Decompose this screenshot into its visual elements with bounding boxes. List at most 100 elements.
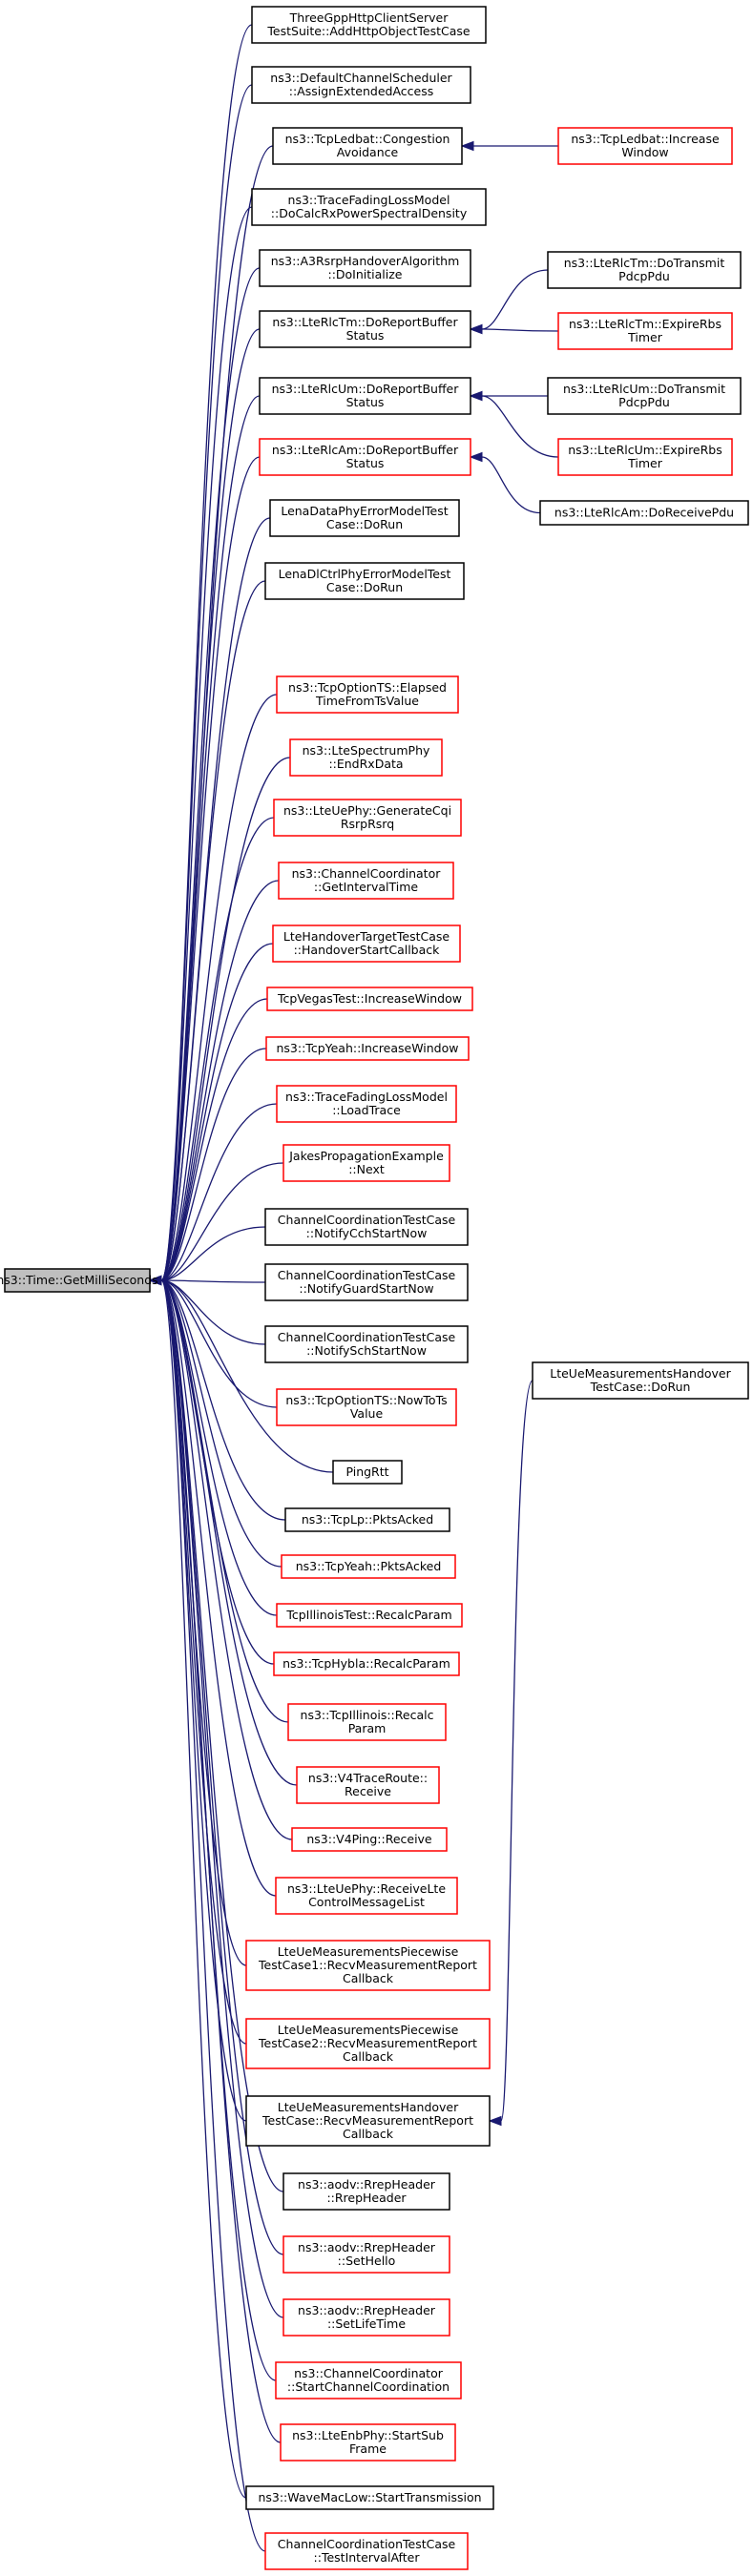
node-box	[281, 1554, 456, 1579]
caller-function-node[interactable]: ns3::V4Ping::Receive	[291, 1827, 448, 1852]
node-label: ::RrepHeader	[326, 2191, 407, 2205]
node-box	[547, 377, 742, 415]
node-box	[291, 1827, 448, 1852]
node-label: ns3::TcpLedbat::Congestion	[285, 132, 450, 146]
caller-function-node[interactable]: ThreeGppHttpClientServerTestSuite::AddHt…	[251, 6, 487, 44]
node-label: ::GetIntervalTime	[314, 880, 418, 894]
edge-arrowhead	[469, 323, 483, 335]
node-label: ns3::TcpYeah::IncreaseWindow	[277, 1041, 459, 1055]
caller-function-node[interactable]: LteHandoverTargetTestCase::HandoverStart…	[272, 924, 461, 963]
node-label: ns3::LteRlcTm::DoReportBuffer	[272, 315, 458, 329]
caller-function-node[interactable]: ns3::TcpHybla::RecalcParam	[273, 1652, 460, 1676]
node-box	[276, 1085, 457, 1123]
node-label: ::NotifyCchStartNow	[306, 1226, 428, 1240]
graph-edges	[148, 24, 559, 2552]
caller-function-node[interactable]: ns3::ChannelCoordinator::GetIntervalTime	[278, 862, 454, 900]
node-box	[547, 251, 742, 289]
caller-function-node[interactable]: ChannelCoordinationTestCase::NotifyCchSt…	[264, 1208, 469, 1246]
call-edge	[160, 1279, 277, 1897]
node-label: ns3::LteEnbPhy::StartSub	[292, 2428, 444, 2442]
call-edge	[160, 84, 253, 1281]
node-box	[264, 1325, 469, 1363]
caller-function-node[interactable]: ns3::WaveMacLow::StartTransmission	[245, 2485, 494, 2510]
node-label: ::EndRxData	[328, 757, 403, 771]
root-function-node[interactable]: ns3::Time::GetMilliSeconds	[0, 1268, 158, 1293]
node-label: Avoidance	[337, 145, 399, 159]
caller-function-node[interactable]: PingRtt	[332, 1460, 403, 1485]
caller-function-node[interactable]: ns3::DefaultChannelScheduler::AssignExte…	[251, 66, 471, 104]
caller-function-node[interactable]: TcpVegasTest::IncreaseWindow	[266, 987, 473, 1011]
node-box	[280, 2423, 456, 2462]
call-edge	[160, 1279, 293, 1840]
call-edge	[160, 1103, 278, 1281]
node-label: TimeFromTsValue	[315, 694, 419, 708]
node-box	[264, 1208, 469, 1246]
node-box	[276, 1388, 457, 1426]
node-label: ::LoadTrace	[332, 1103, 401, 1117]
node-box	[264, 1263, 469, 1301]
caller-function-node[interactable]: TcpIllinoisTest::RecalcParam	[276, 1603, 463, 1628]
caller-function-node[interactable]: ChannelCoordinationTestCase::TestInterva…	[264, 2532, 469, 2570]
node-label: LteUeMeasurementsPiecewise	[278, 2023, 459, 2037]
call-edge	[160, 1279, 266, 2552]
caller-function-node[interactable]: ns3::LteSpectrumPhy::EndRxData	[289, 738, 443, 777]
node-box	[273, 799, 462, 837]
node-label: LenaDataPhyErrorModelTest	[281, 504, 448, 518]
caller-function-node[interactable]: ChannelCoordinationTestCase::NotifySchSt…	[264, 1325, 469, 1363]
node-box	[278, 862, 454, 900]
caller-function-node[interactable]: ns3::TcpYeah::IncreaseWindow	[265, 1036, 470, 1061]
node-label: Receive	[345, 1784, 391, 1798]
edge-arrowhead	[460, 140, 474, 152]
call-edge	[160, 817, 275, 1281]
node-label: ::SetHello	[338, 2254, 396, 2268]
node-label: TestSuite::AddHttpObjectTestCase	[266, 24, 471, 38]
caller-function-node[interactable]: ns3::LteRlcAm::DoReceivePdu	[539, 500, 749, 526]
call-edge	[160, 757, 291, 1281]
caller-function-node[interactable]: ns3::TcpIllinois::RecalcParam	[287, 1703, 447, 1741]
caller-function-node[interactable]: ns3::A3RsrpHandoverAlgorithm::DoInitiali…	[259, 249, 471, 287]
caller-function-node[interactable]: ns3::aodv::RrepHeader::SetHello	[282, 2235, 450, 2274]
caller-function-node[interactable]: ns3::aodv::RrepHeader::RrepHeader	[282, 2172, 450, 2211]
caller-function-node[interactable]: LteUeMeasurementsPiecewiseTestCase1::Rec…	[245, 1940, 491, 1991]
call-edge	[160, 1279, 298, 1786]
caller-function-node[interactable]: ns3::ChannelCoordinator::StartChannelCoo…	[275, 2361, 462, 2399]
call-edge	[160, 694, 278, 1281]
node-label: ns3::LteRlcUm::ExpireRbs	[568, 443, 722, 457]
caller-function-node[interactable]: ChannelCoordinationTestCase::NotifyGuard…	[264, 1263, 469, 1301]
caller-function-node[interactable]: ns3::TcpLedbat::IncreaseWindow	[557, 127, 733, 165]
node-label: ns3::TcpOptionTS::NowToTs	[285, 1393, 447, 1407]
caller-function-node[interactable]: LteUeMeasurementsPiecewiseTestCase2::Rec…	[245, 2018, 491, 2069]
caller-function-node[interactable]: ns3::LteUePhy::ReceiveLteControlMessageL…	[275, 1877, 458, 1915]
node-label: ns3::LteRlcTm::DoTransmit	[564, 256, 725, 270]
caller-function-node[interactable]: ns3::V4TraceRoute::Receive	[296, 1766, 440, 1804]
node-label: ::DoCalcRxPowerSpectralDensity	[271, 206, 468, 220]
call-edge	[160, 24, 253, 1281]
caller-function-node[interactable]: JakesPropagationExample::Next	[282, 1144, 450, 1182]
caller-function-node[interactable]: ns3::TcpLp::PktsAcked	[284, 1507, 450, 1532]
node-box	[557, 438, 733, 476]
call-edge	[481, 395, 559, 458]
caller-function-node[interactable]: ns3::TcpYeah::PktsAcked	[281, 1554, 456, 1579]
caller-function-node[interactable]: ns3::TraceFadingLossModel::LoadTrace	[276, 1085, 457, 1123]
caller-function-node[interactable]: LteUeMeasurementsHandoverTestCase::RecvM…	[245, 2095, 491, 2147]
caller-function-node[interactable]: ns3::TraceFadingLossModel::DoCalcRxPower…	[251, 188, 487, 226]
node-box	[245, 2095, 491, 2147]
caller-function-node[interactable]: ns3::aodv::RrepHeader::SetLifeTime	[282, 2298, 450, 2337]
call-edge	[160, 1279, 278, 1616]
